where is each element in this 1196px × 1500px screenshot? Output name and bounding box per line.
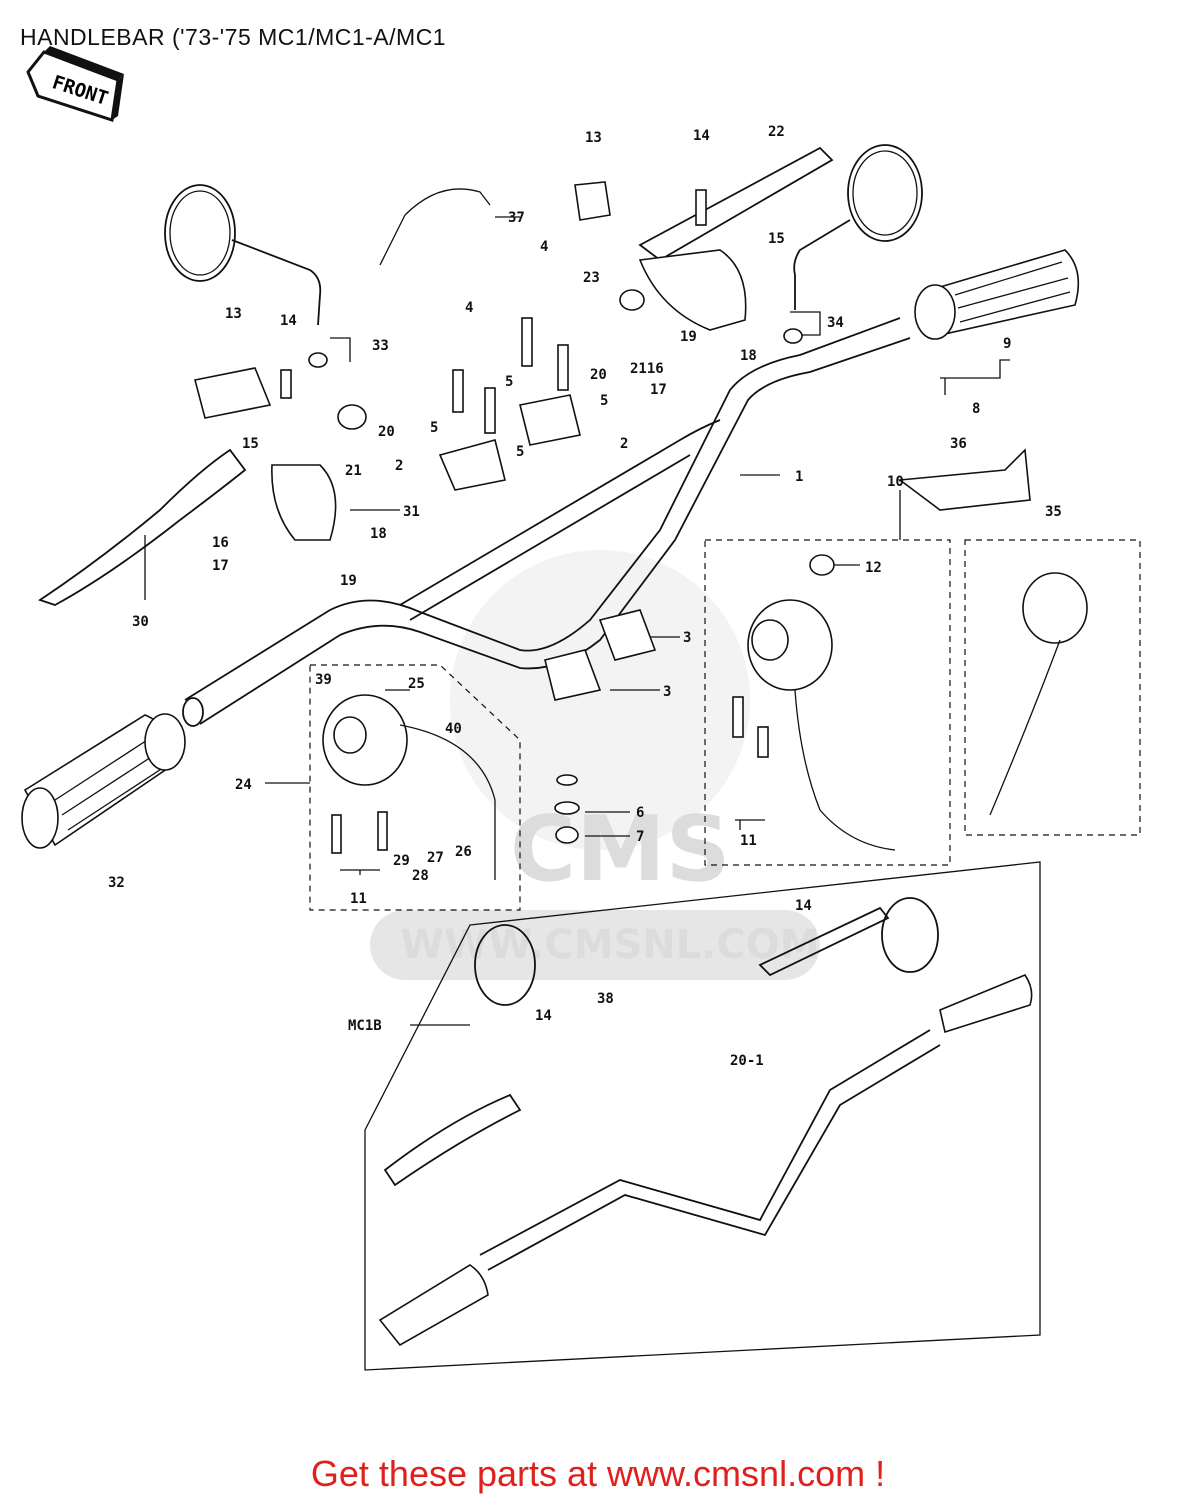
callout-22: 22 <box>768 124 785 140</box>
callout-12: 12 <box>865 560 882 576</box>
callout-1: 1 <box>795 469 803 485</box>
group-boxes <box>309 539 1141 911</box>
callout-6: 6 <box>636 805 644 821</box>
leader-lines <box>144 216 1010 1026</box>
callout-9: 9 <box>1003 336 1011 352</box>
callout-8: 8 <box>972 401 980 417</box>
variant-label-mc1b: MC1B <box>348 1018 382 1034</box>
callout-2: 2 <box>395 458 403 474</box>
callout-33: 33 <box>372 338 389 354</box>
callout-38: 38 <box>597 991 614 1007</box>
front-arrow-badge: FRONT <box>26 46 124 122</box>
callout-17: 17 <box>650 382 667 398</box>
callout-5: 5 <box>516 444 524 460</box>
callout-18: 18 <box>740 348 757 364</box>
right-switch <box>747 599 896 851</box>
callout-5: 5 <box>600 393 608 409</box>
callout-37: 37 <box>508 210 525 226</box>
left-grip <box>21 713 186 849</box>
callout-2: 2 <box>620 436 628 452</box>
callout-4: 4 <box>465 300 473 316</box>
bolts-and-nuts <box>280 189 835 854</box>
callout-21: 21 <box>345 463 362 479</box>
callout-14: 14 <box>280 313 297 329</box>
left-mirror <box>164 184 322 326</box>
callout-23: 23 <box>583 270 600 286</box>
callout-14: 14 <box>795 898 812 914</box>
callout-15: 15 <box>242 436 259 452</box>
callout-19: 19 <box>340 573 357 589</box>
kill-switch <box>897 448 1088 816</box>
callout-3: 3 <box>663 684 671 700</box>
callout-5: 5 <box>430 420 438 436</box>
promo-link[interactable]: Get these parts at www.cmsnl.com ! <box>310 1453 886 1494</box>
callout-13: 13 <box>585 130 602 146</box>
right-lever <box>638 146 834 262</box>
callout-29: 29 <box>393 853 410 869</box>
callout-30: 30 <box>132 614 149 630</box>
callout-24: 24 <box>235 777 252 793</box>
callout-35: 35 <box>1045 504 1062 520</box>
callout-11: 11 <box>350 891 367 907</box>
callout-32: 32 <box>108 875 125 891</box>
callout-10: 10 <box>887 474 904 490</box>
callout-26: 26 <box>455 844 472 860</box>
handlebar <box>182 317 911 727</box>
callout-16: 16 <box>212 535 229 551</box>
throttle-cable <box>379 188 491 266</box>
watermark-logo: CMS WWW.CMSNL.COM <box>370 550 820 980</box>
callout-15: 15 <box>768 231 785 247</box>
right-grip <box>914 249 1080 340</box>
callout-34: 34 <box>827 315 844 331</box>
watermark-logo-text: CMS <box>510 797 730 902</box>
callout-2116: 2116 <box>630 361 664 377</box>
callout-17: 17 <box>212 558 229 574</box>
callout-14: 14 <box>693 128 710 144</box>
callout-18: 18 <box>370 526 387 542</box>
watermark-url: WWW.CMSNL.COM <box>400 922 820 968</box>
callout-25: 25 <box>408 676 425 692</box>
mc1b-subdiagram <box>364 861 1041 1371</box>
exploded-parts-diagram: CMS WWW.CMSNL.COM FRONT <box>21 46 1141 1371</box>
callout-19: 19 <box>680 329 697 345</box>
callout-39: 39 <box>315 672 332 688</box>
callout-36: 36 <box>950 436 967 452</box>
callout-4: 4 <box>540 239 548 255</box>
callout-31: 31 <box>403 504 420 520</box>
right-mirror <box>793 144 923 310</box>
callout-20-1: 20-1 <box>730 1053 764 1069</box>
callout-27: 27 <box>427 850 444 866</box>
callout-28: 28 <box>412 868 429 884</box>
callout-3: 3 <box>683 630 691 646</box>
clamps <box>194 181 747 701</box>
callout-11: 11 <box>740 833 757 849</box>
callout-numbers: 13 14 22 37 15 4 23 13 14 4 34 33 9 19 1… <box>108 124 1062 1069</box>
page-title: HANDLEBAR ('73-'75 MC1/MC1-A/MC1 <box>20 24 447 50</box>
callout-40: 40 <box>445 721 462 737</box>
callout-20: 20 <box>590 367 607 383</box>
callout-14: 14 <box>535 1008 552 1024</box>
callout-13: 13 <box>225 306 242 322</box>
left-lever <box>37 448 247 606</box>
left-switch <box>322 694 496 880</box>
callout-7: 7 <box>636 829 644 845</box>
callout-5: 5 <box>505 374 513 390</box>
callout-20: 20 <box>378 424 395 440</box>
